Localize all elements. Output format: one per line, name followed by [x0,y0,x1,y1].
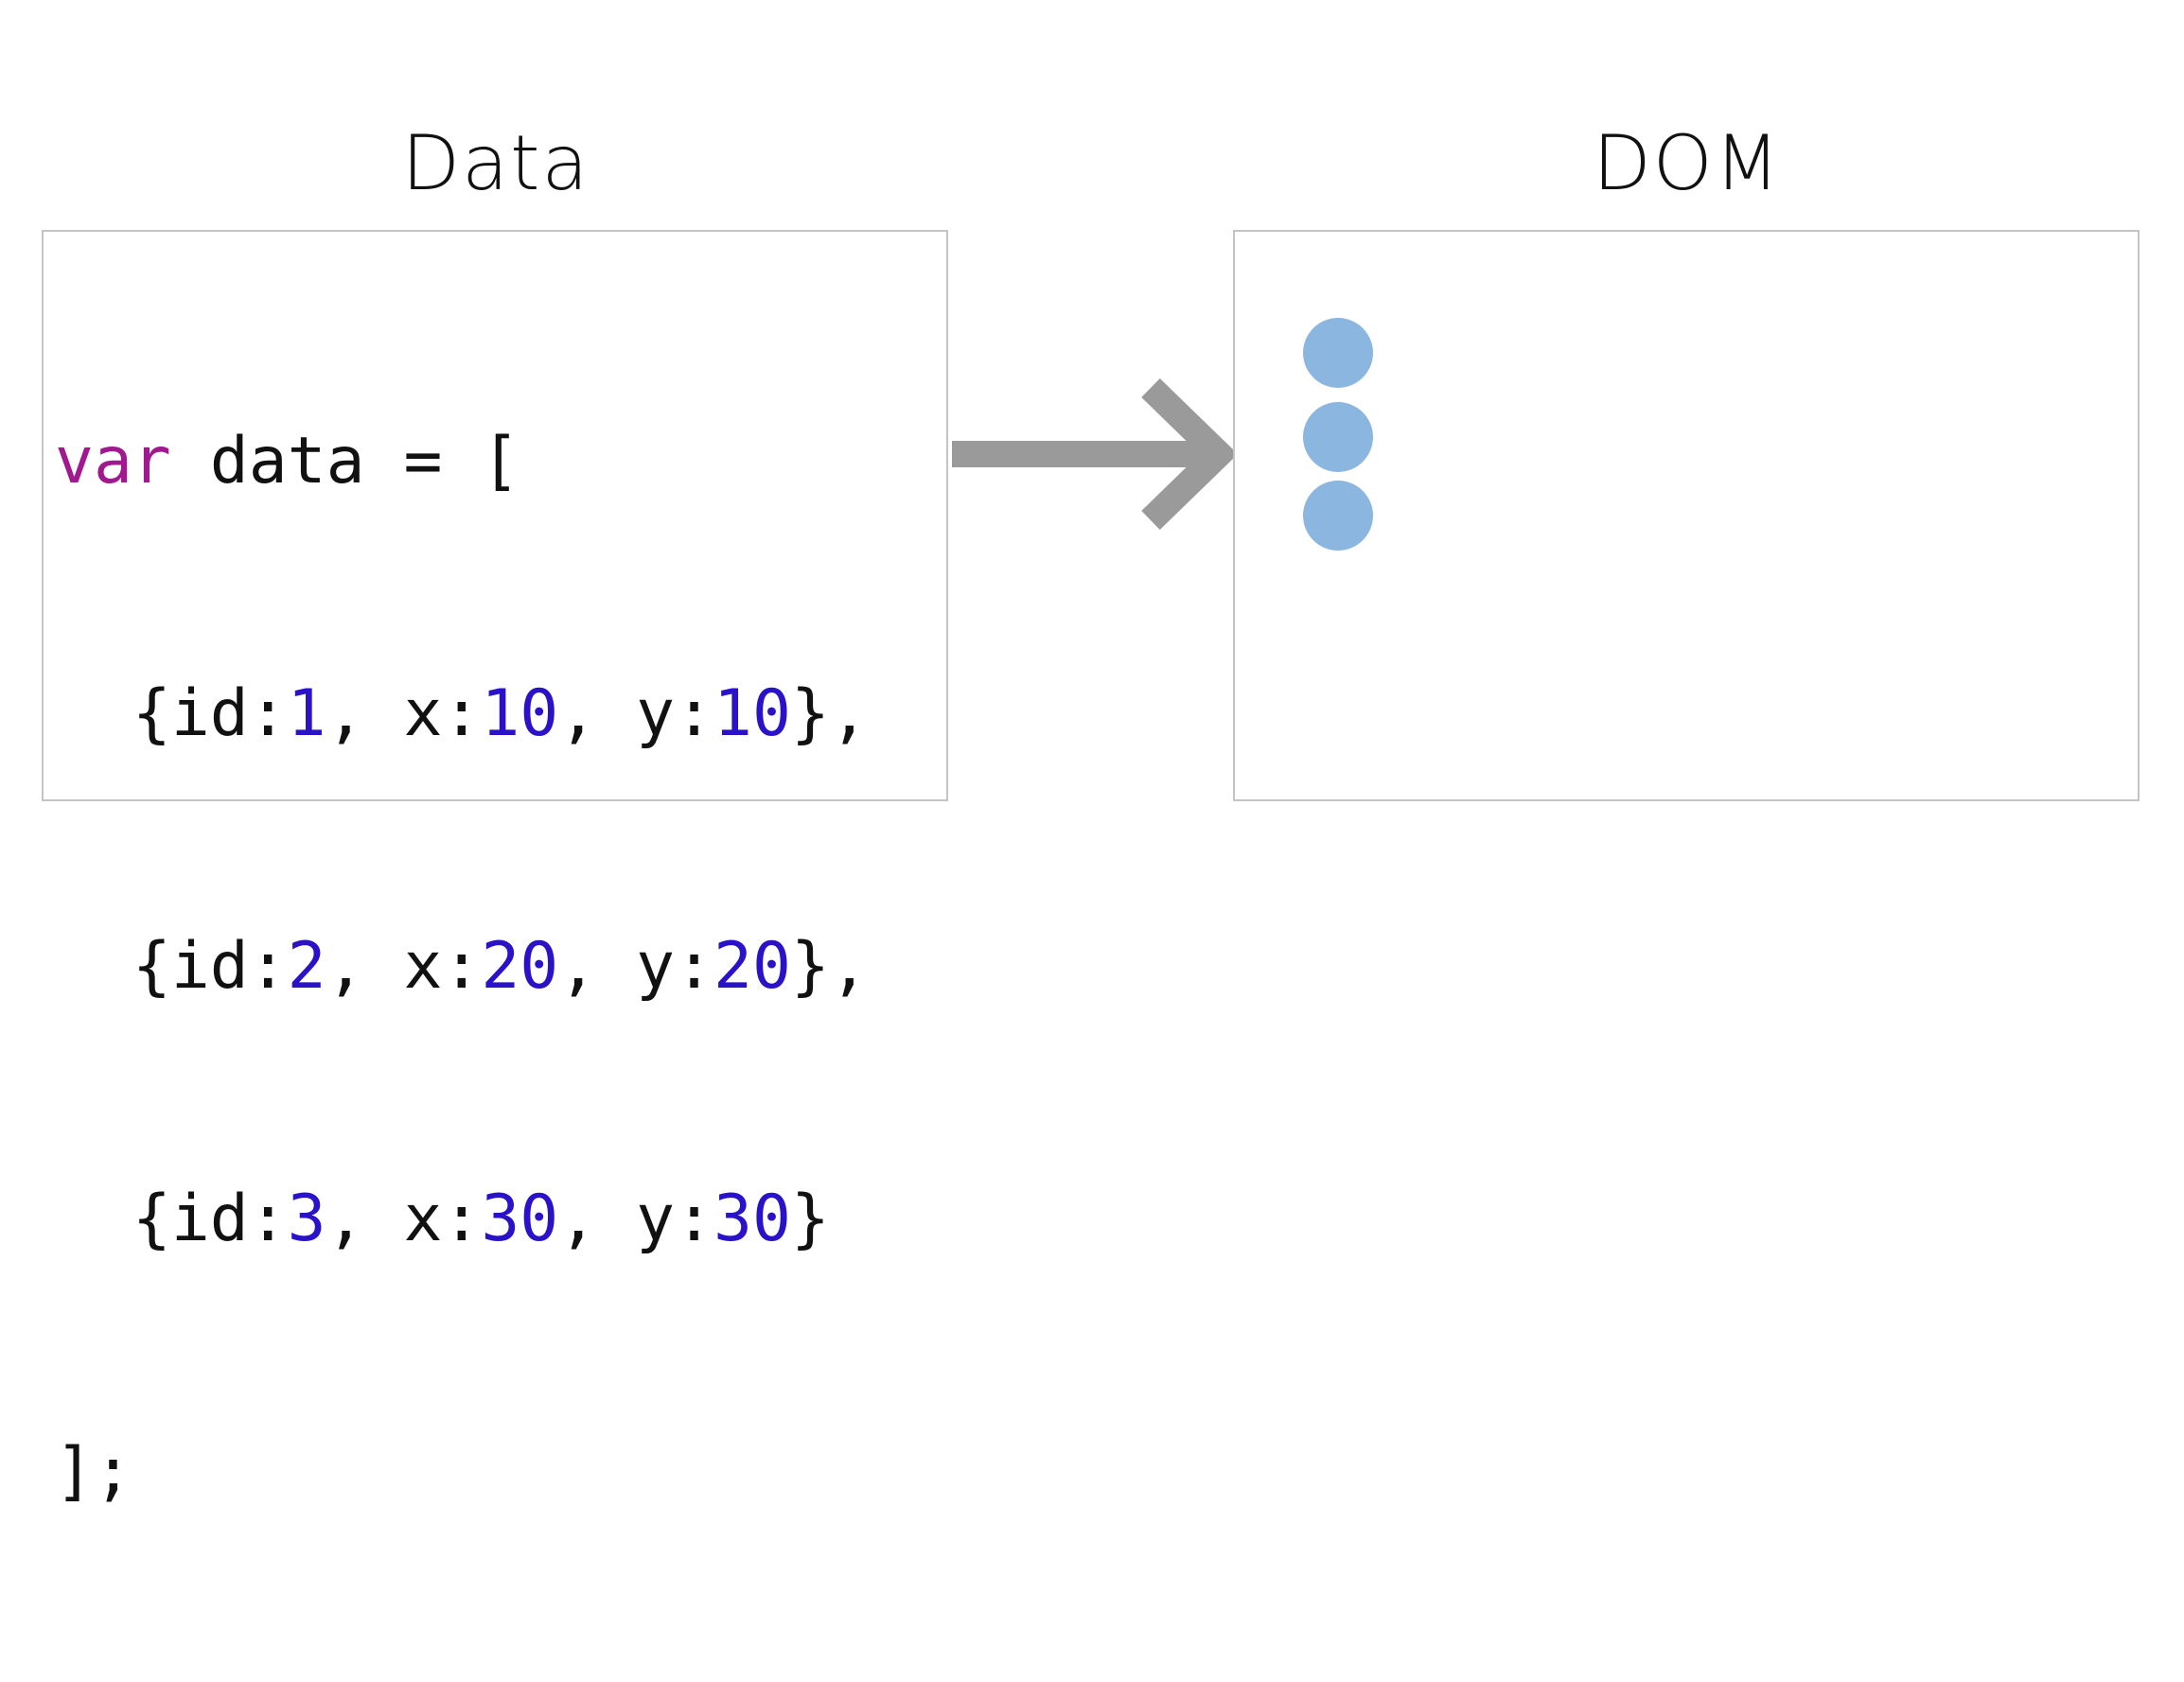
keyword-var: var [55,424,171,499]
code-line-declaration: var data = [ [55,419,869,503]
declaration-rest: data = [ [170,424,520,499]
item-id-value: 3 [287,1182,326,1256]
item-x-value: 30 [481,1182,559,1256]
code-line-item-3: {id:3, x:30, y:30} [55,1177,869,1261]
item-y-label: , y: [558,676,714,751]
data-panel-title: Data [401,119,590,207]
item-x-value: 20 [481,929,559,1004]
item-x-label: , x: [326,1182,482,1256]
dom-canvas [1303,318,1373,551]
item-close: }, [790,676,869,751]
item-open: {id: [55,676,288,751]
item-x-label: , x: [326,929,482,1004]
right-arrow-icon [952,377,1234,531]
code-line-item-2: {id:2, x:20, y:20}, [55,924,869,1008]
item-close: }, [790,929,869,1004]
item-y-value: 10 [713,676,791,751]
item-x-value: 10 [481,676,559,751]
arrow-head [1141,377,1234,531]
code-line-closing: ]; [55,1434,132,1509]
item-id-value: 2 [287,929,326,1004]
item-x-label: , x: [326,676,482,751]
item-y-value: 20 [713,929,791,1004]
item-y-value: 30 [713,1182,791,1256]
dom-circle-1 [1303,318,1373,388]
item-open: {id: [55,1182,288,1256]
item-id-value: 1 [287,676,326,751]
code-line-item-1: {id:1, x:10, y:10}, [55,672,869,756]
item-open: {id: [55,929,288,1004]
dom-circle-2 [1303,402,1373,472]
item-close: } [790,1182,830,1256]
item-y-label: , y: [558,1182,714,1256]
code-block: var data = [ {id:1, x:10, y:10}, {id:2, … [55,251,869,1682]
data-code-panel: var data = [ {id:1, x:10, y:10}, {id:2, … [42,230,948,1509]
item-y-label: , y: [558,929,714,1004]
dom-circle-3 [1303,481,1373,551]
dom-panel [1233,230,2140,801]
dom-panel-title: DOM [1593,119,1782,207]
